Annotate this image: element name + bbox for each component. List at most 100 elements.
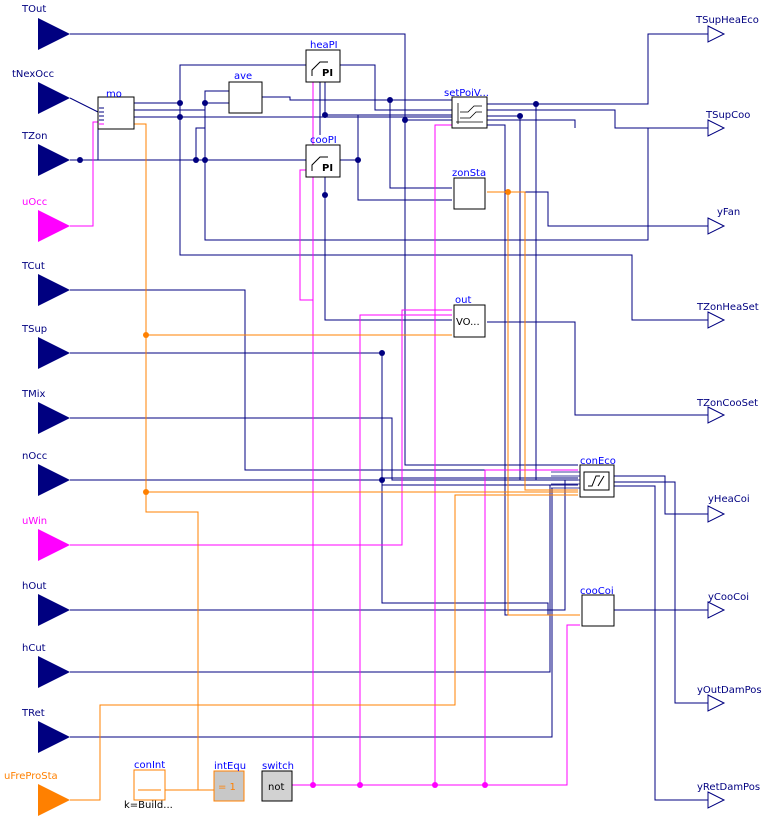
output-port-yCooCoi[interactable]: yCooCoi [707,592,749,619]
svg-text:heaPI: heaPI [310,40,338,51]
input-port-hOut[interactable]: hOut [22,581,70,626]
input-port-TCut[interactable]: TCut [21,261,70,306]
pi-ramp-icon [311,61,328,76]
svg-text:VO...: VO... [456,317,480,328]
block-intEqu[interactable]: intEqu = 1 [213,761,246,802]
junction-dots [77,97,539,483]
input-triangle-icon [38,82,70,114]
output-triangle-icon [707,406,726,424]
svg-text:mo: mo [106,89,122,100]
input-triangle-icon [38,464,70,496]
svg-text:nOcc: nOcc [22,451,47,462]
svg-text:= 1: = 1 [218,782,236,793]
output-triangle-icon [707,311,726,329]
integer-wires [70,123,580,801]
svg-text:PI: PI [322,68,333,79]
input-port-TMix[interactable]: TMix [21,389,70,434]
pi-ramp-icon [311,156,328,171]
svg-text:conInt: conInt [134,760,165,771]
input-triangle-icon [38,784,70,816]
svg-text:setPoiV...: setPoiV... [444,88,489,99]
svg-text:uOcc: uOcc [22,197,47,208]
svg-text:TSupHeaEco: TSupHeaEco [695,15,759,26]
output-port-yRetDamPos[interactable]: yRetDamPos [697,782,760,809]
input-port-TSup[interactable]: TSup [21,324,70,369]
input-port-TZon[interactable]: TZon [21,131,70,176]
svg-text:TZonHeaSet: TZonHeaSet [696,302,759,313]
output-triangle-icon [707,119,726,137]
output-port-yFan[interactable]: yFan [707,207,740,235]
svg-text:TOut: TOut [21,4,46,15]
svg-text:TSup: TSup [21,324,47,335]
input-triangle-icon [38,656,70,688]
block-mo[interactable]: mo [97,89,135,130]
svg-text:k=Build...: k=Build... [124,800,173,811]
svg-text:yCooCoi: yCooCoi [708,592,749,603]
integer-junction-dots [143,189,511,495]
svg-text:PI: PI [322,163,333,174]
output-port-yOutDamPos[interactable]: yOutDamPos [697,685,762,712]
input-triangle-icon [38,402,70,434]
input-triangle-icon [38,210,70,242]
output-triangle-icon [707,791,726,809]
input-port-uFreProSta[interactable]: uFreProSta [4,771,70,816]
svg-text:uFreProSta: uFreProSta [4,771,58,782]
output-port-TZonHeaSet[interactable]: TZonHeaSet [696,302,759,329]
input-port-TOut[interactable]: TOut [21,4,70,50]
block-switch[interactable]: switch not [261,761,294,802]
svg-text:TZonCooSet: TZonCooSet [696,398,758,409]
svg-text:out: out [455,295,471,306]
svg-text:zonSta: zonSta [452,168,486,179]
svg-text:not: not [268,782,284,793]
port-stripes-icon [99,107,104,125]
input-port-TRet[interactable]: TRet [21,708,70,753]
svg-text:yOutDamPos: yOutDamPos [697,685,762,696]
svg-text:TCut: TCut [21,261,45,272]
svg-text:TMix: TMix [21,389,46,400]
svg-text:switch: switch [262,761,294,772]
svg-text:yHeaCoi: yHeaCoi [708,494,750,505]
output-port-TZonCooSet[interactable]: TZonCooSet [696,398,758,424]
svg-text:TSupCoo: TSupCoo [705,110,750,121]
block-cooCoi[interactable]: cooCoi [580,586,615,627]
output-port-yHeaCoi[interactable]: yHeaCoi [707,494,750,523]
block-out[interactable]: out VO... [453,295,486,338]
svg-text:hCut: hCut [22,643,46,654]
setpoint-curve-icon [456,103,483,124]
output-triangle-icon [707,601,726,619]
block-zonSta[interactable]: zonSta [452,168,486,210]
svg-text:conEco: conEco [580,456,616,467]
real-wires [69,33,708,801]
input-port-tNexOcc[interactable]: tNexOcc [12,69,70,114]
output-triangle-icon [707,25,726,43]
svg-text:cooCoi: cooCoi [580,586,614,597]
svg-text:hOut: hOut [22,581,47,592]
svg-text:tNexOcc: tNexOcc [12,69,54,80]
input-port-hCut[interactable]: hCut [22,643,70,688]
input-triangle-icon [38,594,70,626]
input-triangle-icon [38,144,70,176]
block-conEco[interactable]: conEco [551,456,616,498]
input-port-nOcc[interactable]: nOcc [22,451,70,496]
block-heaPI[interactable]: heaPI PI [305,40,341,83]
output-port-TSupCoo[interactable]: TSupCoo [705,110,750,137]
output-triangle-icon [707,694,726,712]
block-conInt[interactable]: conInt k=Build... [124,760,173,811]
port-stripes-icon [551,471,580,489]
svg-text:intEqu: intEqu [214,761,246,772]
input-triangle-icon [38,18,70,50]
output-port-TSupHeaEco[interactable]: TSupHeaEco [695,15,759,43]
input-port-uOcc[interactable]: uOcc [22,197,70,242]
input-triangle-icon [38,721,70,753]
block-setPoiVAV[interactable]: setPoiV... [444,88,489,129]
input-triangle-icon [38,529,70,561]
input-triangle-icon [38,337,70,369]
svg-text:uWin: uWin [22,516,47,527]
economizer-icon [583,471,610,491]
svg-text:TZon: TZon [21,131,47,142]
block-ave[interactable]: ave [228,71,263,114]
output-triangle-icon [707,505,726,523]
block-cooPI[interactable]: cooPI PI [305,135,341,178]
input-port-uWin[interactable]: uWin [22,516,70,561]
